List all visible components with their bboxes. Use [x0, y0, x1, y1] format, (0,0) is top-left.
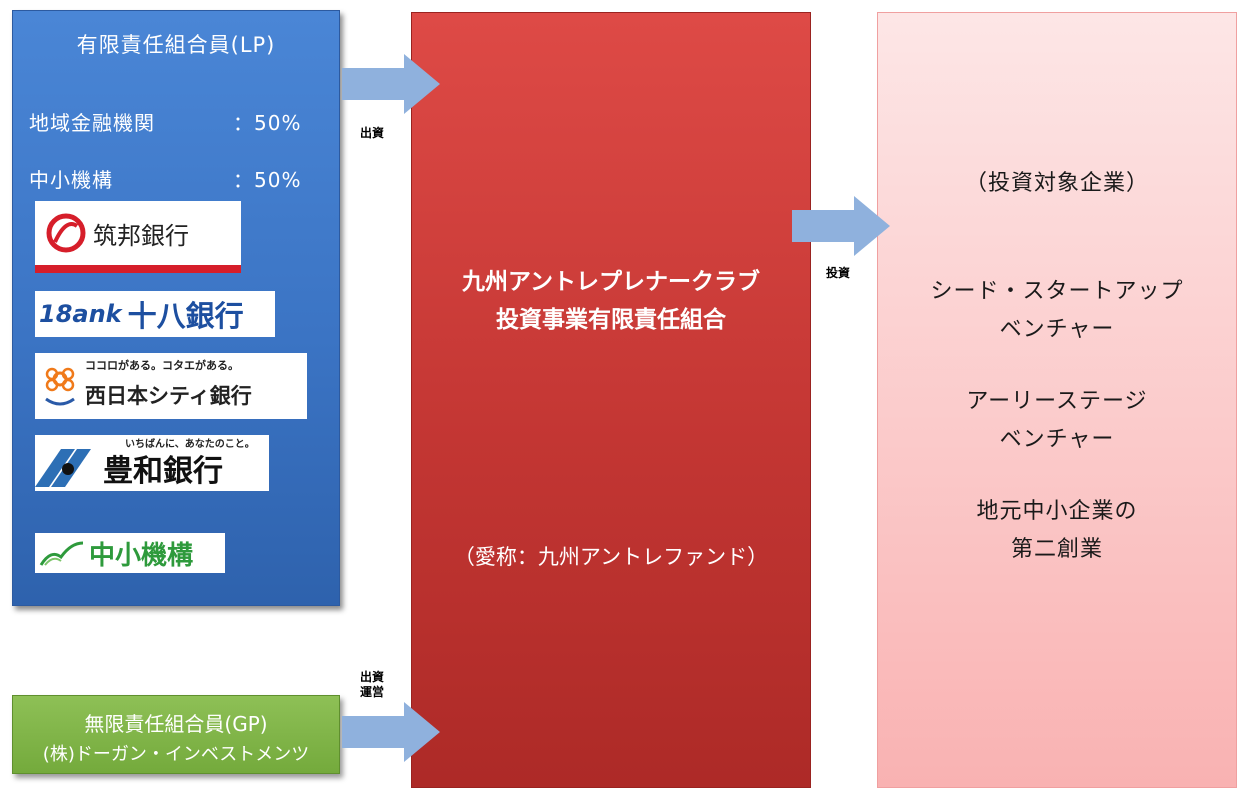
lp-row-label: 地域金融機関 — [29, 111, 155, 135]
gp-arrow-label: 出資 運営 — [360, 670, 384, 700]
smrj-swoosh-icon — [39, 541, 84, 566]
target-item-line: ベンチャー — [999, 317, 1115, 342]
target-item-line: シード・スタートアップ — [930, 279, 1184, 304]
target-heading: （投資対象企業） — [964, 171, 1149, 196]
juhachi-bank-logo: 18ank 十八銀行 — [35, 291, 275, 337]
gp-arrow-label-line2: 運営 — [360, 685, 385, 699]
fund-to-target-arrow — [792, 196, 890, 256]
smrj-logo: 中小機構 — [35, 533, 225, 573]
howa-bank-logo: いちばんに、あなたのこと。 豊和銀行 — [35, 435, 269, 491]
target-item-second-founding: 地元中小企業の 第二創業 — [878, 493, 1236, 569]
gp-title: 無限責任組合員(GP) — [84, 712, 268, 736]
howa-stripe-icon — [35, 449, 91, 487]
howa-bank-name: 豊和銀行 — [103, 454, 223, 489]
lp-to-fund-arrow — [342, 54, 440, 114]
lp-row-pct: ：50% — [233, 168, 302, 192]
nishinihon-flower-icon — [45, 367, 75, 406]
gp-company: (株)ドーガン・インベストメンツ — [42, 744, 310, 765]
lp-row-label: 中小機構 — [29, 168, 113, 192]
chikuho-bank-name: 筑邦銀行 — [93, 221, 189, 250]
fund-name-line1: 九州アントレプレナークラブ — [461, 269, 761, 295]
target-item-line: 地元中小企業の — [976, 499, 1138, 524]
juhachi-bank-name: 十八銀行 — [127, 299, 244, 333]
fund-name-line2: 投資事業有限責任組合 — [496, 307, 726, 333]
chikuho-bank-logo: 筑邦銀行 — [35, 201, 241, 273]
target-item-seed: シード・スタートアップ ベンチャー — [878, 273, 1236, 349]
gp-to-fund-arrow — [342, 702, 440, 762]
smrj-name: 中小機構 — [89, 540, 194, 571]
lp-row-regional-banks: 地域金融機関 ：50% — [29, 107, 300, 136]
howa-tagline: いちばんに、あなたのこと。 — [125, 439, 255, 450]
target-item-line: 第二創業 — [1010, 537, 1103, 562]
fund-name: 九州アントレプレナークラブ 投資事業有限責任組合 — [412, 263, 810, 339]
fund-box: 九州アントレプレナークラブ 投資事業有限責任組合 （愛称：九州アントレファンド） — [411, 12, 811, 788]
lp-row-smrj: 中小機構 ：50% — [29, 164, 300, 193]
nishinihon-city-bank-logo: ココロがある。コタエがある。 西日本シティ銀行 — [35, 353, 307, 419]
gp-arrow-label-line1: 出資 — [360, 670, 385, 684]
target-item-line: ベンチャー — [999, 427, 1115, 452]
chikuho-mark-icon — [46, 213, 86, 253]
lp-row-pct: ：50% — [233, 111, 302, 135]
fund-nickname: （愛称：九州アントレファンド） — [453, 545, 769, 569]
invest-arrow-label: 投資 — [826, 266, 851, 280]
gp-box: 無限責任組合員(GP) (株)ドーガン・インベストメンツ — [12, 695, 340, 774]
target-item-early: アーリーステージ ベンチャー — [878, 383, 1236, 459]
nishinihon-tagline: ココロがある。コタエがある。 — [85, 359, 239, 372]
lp-arrow-label: 出資 — [360, 126, 385, 140]
lp-title: 有限責任組合員(LP) — [76, 33, 276, 57]
target-item-line: アーリーステージ — [966, 389, 1148, 414]
juhachi-mark: 18ank — [39, 300, 122, 328]
nishinihon-bank-name: 西日本シティ銀行 — [85, 384, 252, 408]
lp-box: 有限責任組合員(LP) 地域金融機関 ：50% 中小機構 ：50% 筑邦銀行 1… — [12, 10, 340, 606]
target-box: （投資対象企業） シード・スタートアップ ベンチャー アーリーステージ ベンチャ… — [877, 12, 1237, 788]
